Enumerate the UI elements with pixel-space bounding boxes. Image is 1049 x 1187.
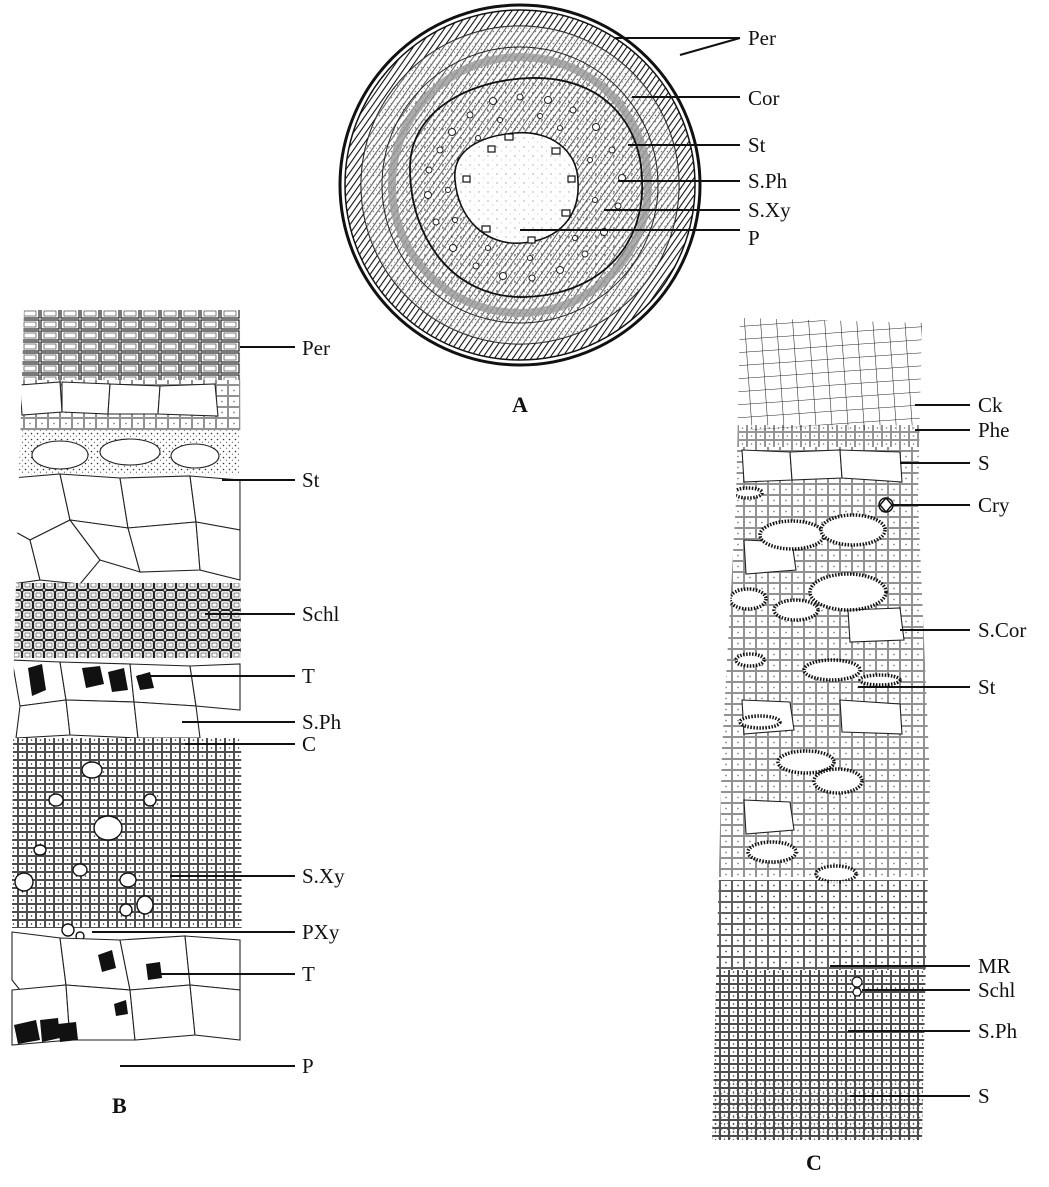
caption-c: C	[806, 1150, 822, 1175]
label-a-cor: Cor	[748, 86, 780, 110]
label-c-scor: S.Cor	[978, 618, 1026, 642]
label-b-t: T	[302, 664, 315, 688]
caption-b: B	[112, 1093, 127, 1118]
label-c-s: S	[978, 451, 990, 475]
label-c-mr: MR	[978, 954, 1011, 978]
label-a-per: Per	[748, 26, 776, 50]
panel-c-labels: Ck Phe S Cry S.Cor St MR Schl S.Ph S	[978, 393, 1026, 1108]
label-c-cry: Cry	[978, 493, 1010, 517]
label-b-c: C	[302, 732, 316, 756]
label-c-phe: Phe	[978, 418, 1010, 442]
label-b-p: P	[302, 1054, 314, 1078]
label-b-per: Per	[302, 336, 330, 360]
label-a-st: St	[748, 133, 766, 157]
panel-c-drawing	[700, 310, 940, 1150]
label-c-ck: Ck	[978, 393, 1003, 417]
label-b-schl: Schl	[302, 602, 340, 626]
label-c-st: St	[978, 675, 996, 699]
panel-a-drawing	[340, 5, 700, 365]
label-a-sxy: S.Xy	[748, 198, 791, 222]
label-b-st: St	[302, 468, 320, 492]
label-c-schl: Schl	[978, 978, 1016, 1002]
label-a-p: P	[748, 226, 760, 250]
panel-b-drawing	[0, 300, 250, 1060]
label-a-sph: S.Ph	[748, 169, 788, 193]
label-b-t2: T	[302, 962, 315, 986]
label-b-pxy: PXy	[302, 920, 340, 944]
panel-a-labels: Per Cor St S.Ph S.Xy P	[748, 26, 791, 250]
label-b-sph: S.Ph	[302, 710, 342, 734]
label-c-sph: S.Ph	[978, 1019, 1018, 1043]
label-c-s2: S	[978, 1084, 990, 1108]
label-b-sxy: S.Xy	[302, 864, 345, 888]
panel-b-labels: Per St Schl T S.Ph C S.Xy PXy T P	[302, 336, 345, 1078]
caption-a: A	[512, 392, 528, 417]
